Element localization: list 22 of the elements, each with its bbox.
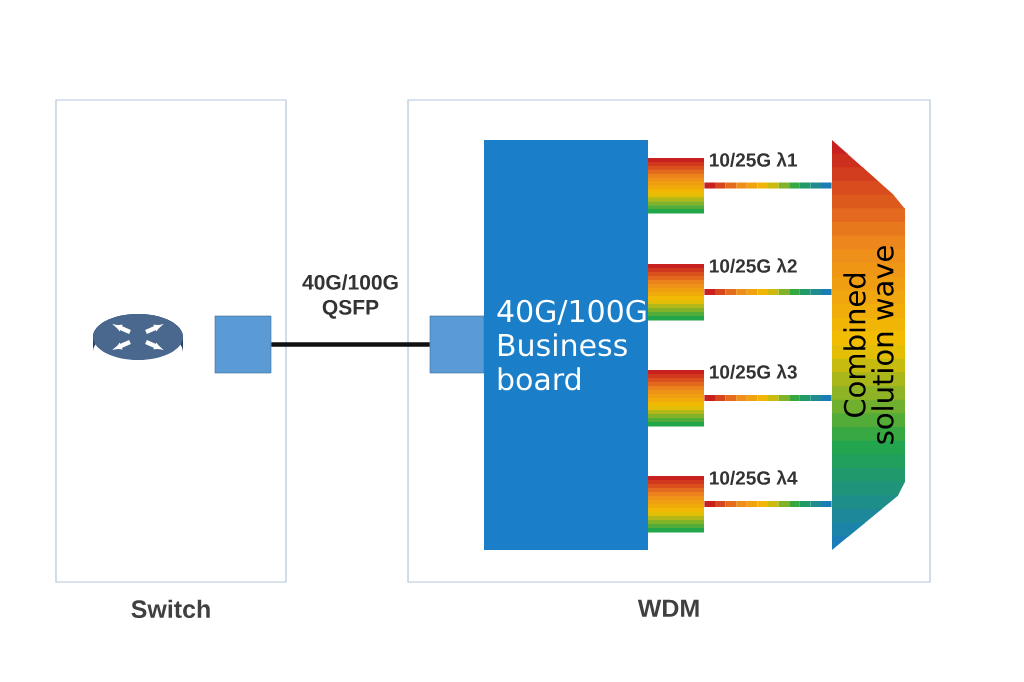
business-board: 40G/100G Business board	[484, 140, 648, 550]
laser-block	[648, 158, 704, 214]
laser-block	[648, 476, 704, 533]
connector-line	[271, 342, 430, 347]
edge-label: 10/25G λ2	[710, 258, 797, 273]
edge-label: 10/25G λ4	[710, 470, 798, 485]
edge-label: 10/25G λ1	[710, 152, 797, 167]
connector-line	[704, 289, 832, 295]
edge-label: 40G/100G QSFP	[302, 274, 398, 319]
laser-block	[648, 370, 704, 427]
port-square	[214, 315, 272, 374]
node-label: WDM	[637, 599, 699, 617]
connector-line	[704, 501, 832, 507]
device-frame: Switch	[55, 99, 287, 619]
node-label: Combined solution wave	[843, 246, 894, 444]
port-square	[429, 315, 485, 374]
connector-line	[704, 182, 832, 189]
node-label: Switch	[131, 599, 210, 619]
edge-label: 10/25G λ3	[710, 364, 797, 379]
laser-block	[648, 264, 704, 321]
multiplexer-trapezoid: Combined solution wave	[832, 140, 905, 550]
connector-line	[704, 395, 832, 401]
